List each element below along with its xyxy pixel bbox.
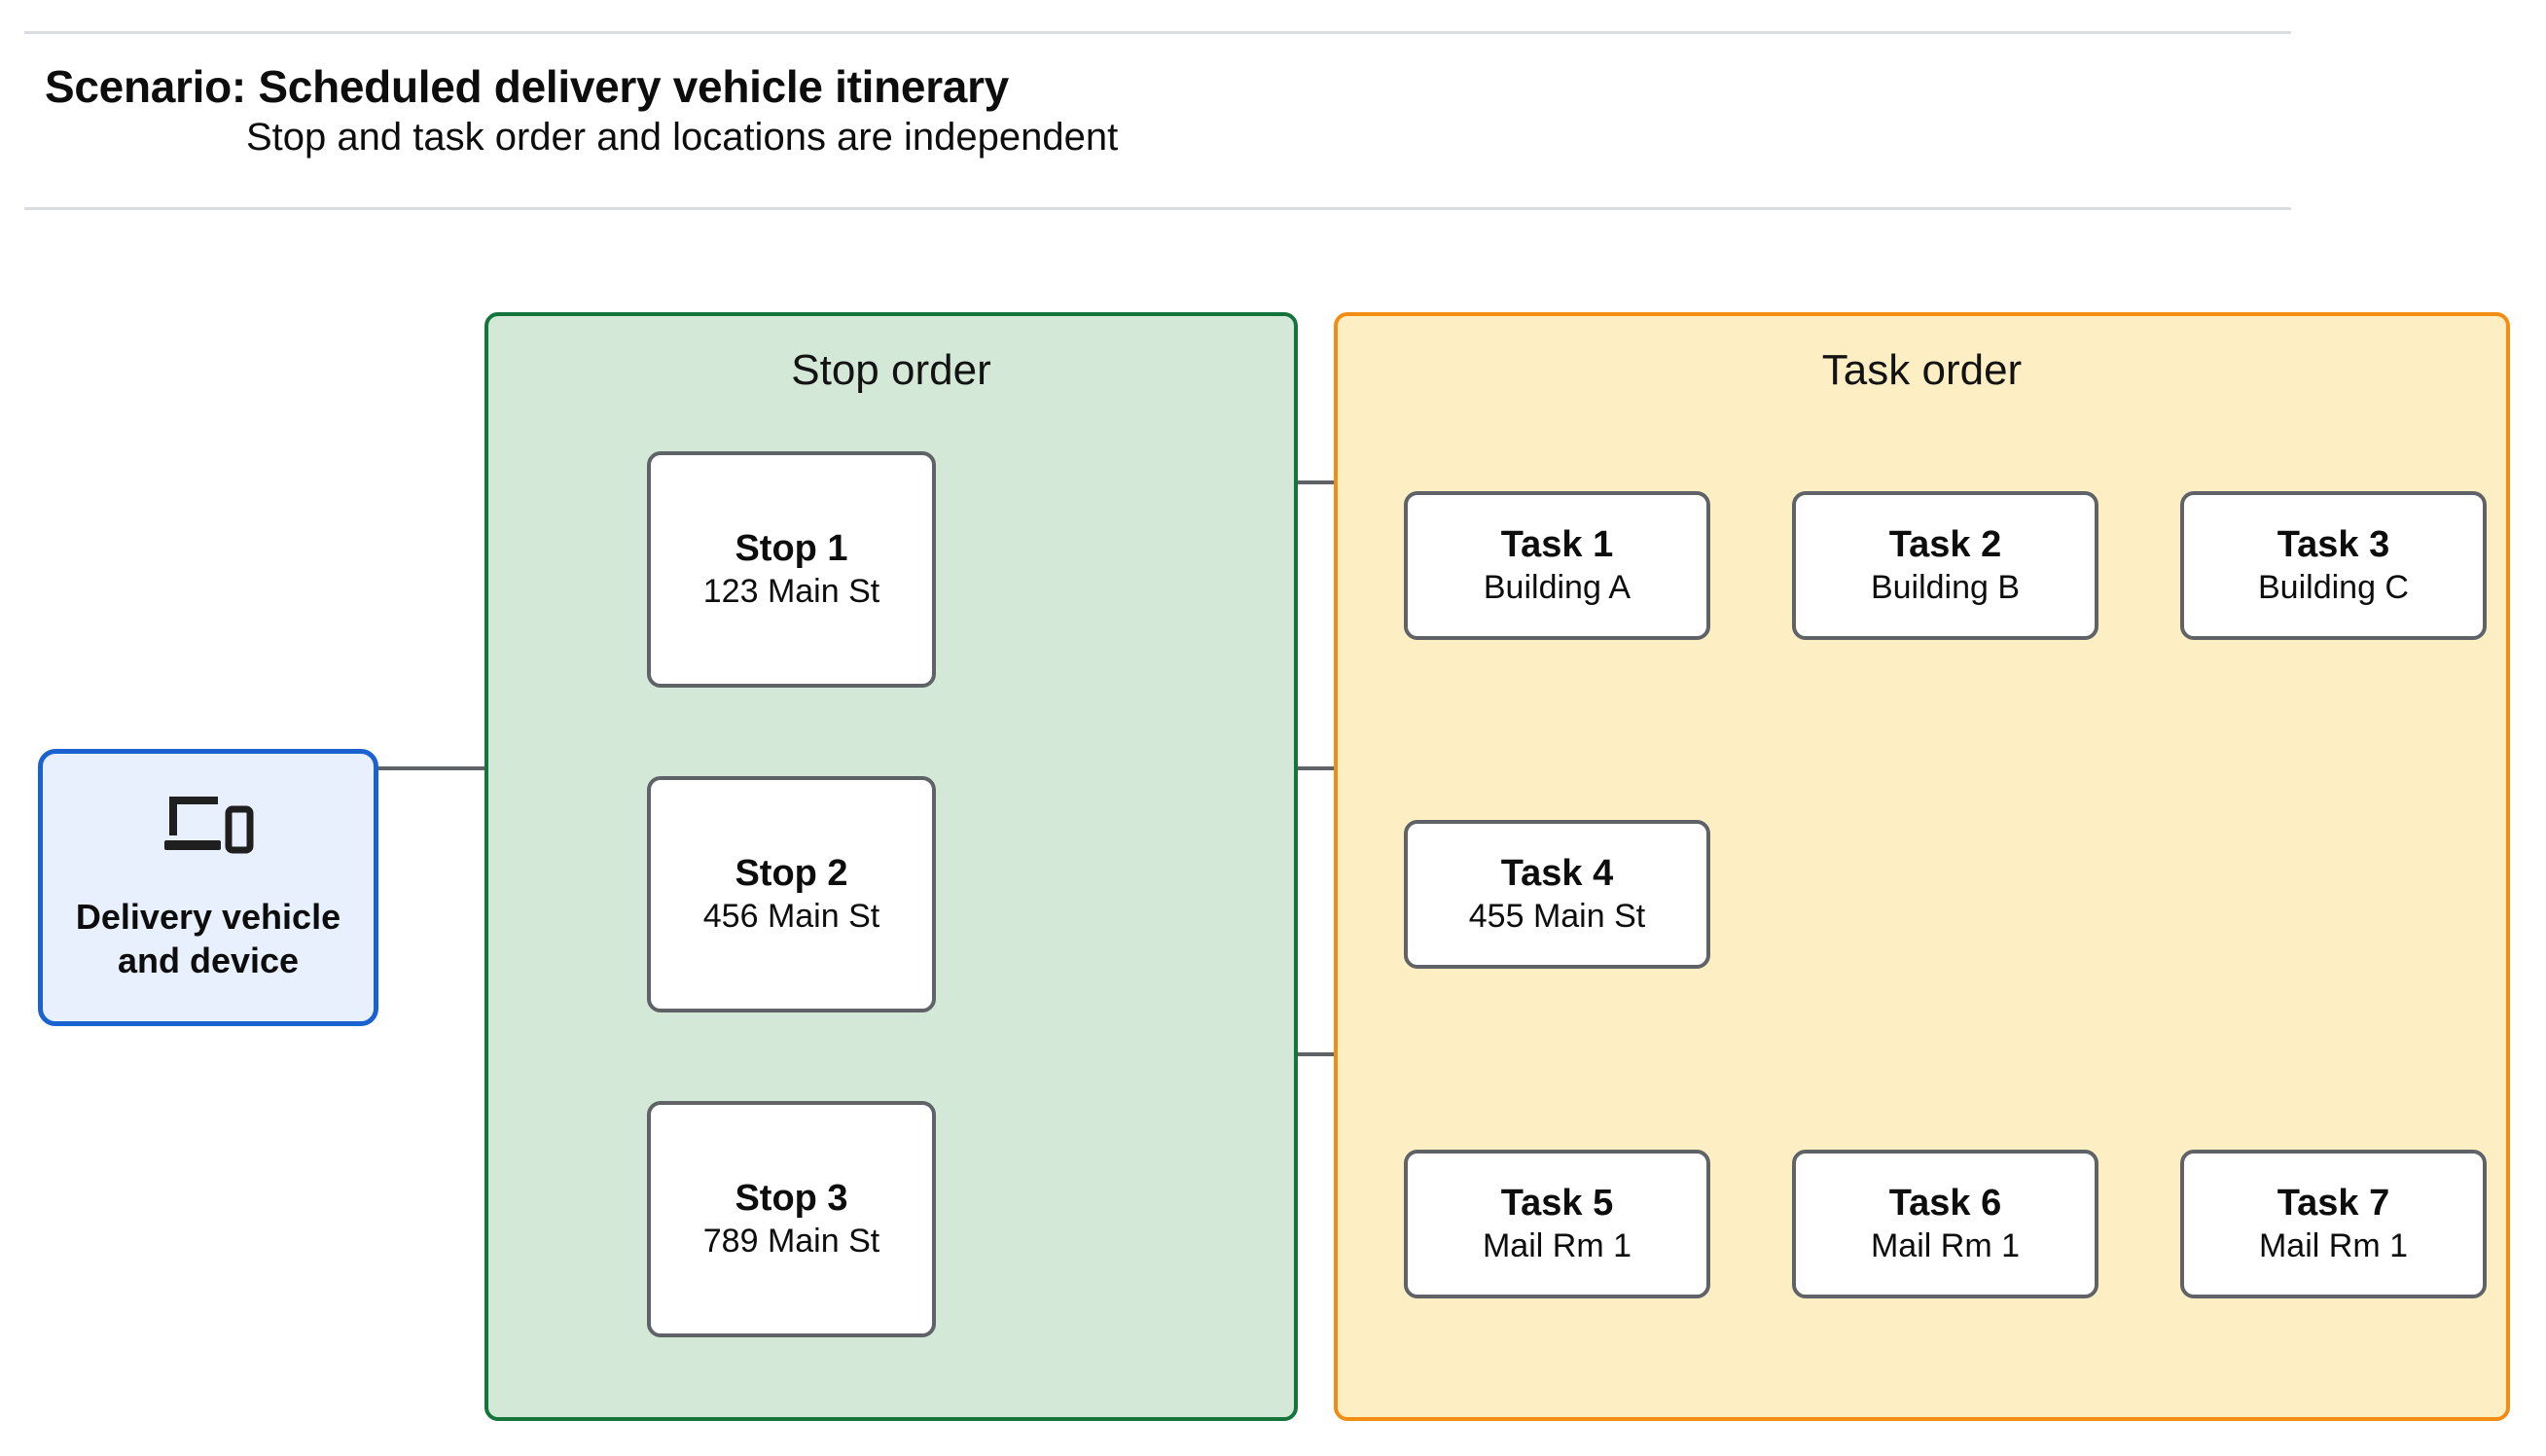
delivery-vehicle-label-line1: Delivery vehicle — [75, 896, 341, 937]
stop-node-3-address: 789 Main St — [702, 1223, 880, 1261]
task-order-group-title: Task order — [1821, 346, 2023, 394]
stop-node-3[interactable]: Stop 3 789 Main St — [647, 1101, 936, 1337]
task-node-1-location: Building A — [1483, 569, 1632, 607]
task-node-2[interactable]: Task 2 Building B — [1792, 491, 2098, 640]
stop-node-2-title: Stop 2 — [735, 852, 848, 894]
task-node-2-location: Building B — [1870, 569, 2021, 607]
header-divider-bottom — [24, 207, 2291, 210]
delivery-vehicle-label: Delivery vehicle and device — [76, 895, 341, 982]
stop-node-1-title: Stop 1 — [735, 527, 848, 569]
page-title: Scenario: Scheduled delivery vehicle iti… — [45, 61, 1009, 112]
task-node-3-location: Building C — [2258, 569, 2409, 607]
task-node-6-title: Task 6 — [1888, 1182, 2002, 1224]
delivery-vehicle-label-line2: and device — [117, 940, 300, 980]
connector-vehicle-to-bus — [378, 766, 556, 770]
stop-order-group-title: Stop order — [791, 346, 991, 394]
task-node-6[interactable]: Task 6 Mail Rm 1 — [1792, 1150, 2098, 1298]
stop-node-2[interactable]: Stop 2 456 Main St — [647, 776, 936, 1012]
devices-icon — [162, 794, 254, 858]
task-node-7[interactable]: Task 7 Mail Rm 1 — [2180, 1150, 2487, 1298]
task-node-2-title: Task 2 — [1888, 523, 2002, 565]
stop-node-3-title: Stop 3 — [735, 1177, 848, 1219]
task-node-6-location: Mail Rm 1 — [1870, 1227, 2021, 1265]
task-node-4[interactable]: Task 4 455 Main St — [1404, 820, 1710, 969]
task-node-3[interactable]: Task 3 Building C — [2180, 491, 2487, 640]
page-subtitle: Stop and task order and locations are in… — [246, 116, 1119, 159]
stop-node-1-address: 123 Main St — [702, 573, 880, 611]
task-node-3-title: Task 3 — [2277, 523, 2390, 565]
task-node-1[interactable]: Task 1 Building A — [1404, 491, 1710, 640]
header-divider-top — [24, 31, 2291, 34]
task-node-4-location: 455 Main St — [1468, 898, 1646, 936]
task-node-5[interactable]: Task 5 Mail Rm 1 — [1404, 1150, 1710, 1298]
task-node-4-title: Task 4 — [1500, 852, 1614, 894]
stop-node-1[interactable]: Stop 1 123 Main St — [647, 451, 936, 688]
task-node-5-location: Mail Rm 1 — [1482, 1227, 1632, 1265]
stop-node-2-address: 456 Main St — [702, 898, 880, 936]
delivery-vehicle-node[interactable]: Delivery vehicle and device — [38, 749, 378, 1026]
task-node-1-title: Task 1 — [1500, 523, 1614, 565]
task-node-7-location: Mail Rm 1 — [2258, 1227, 2409, 1265]
task-node-5-title: Task 5 — [1500, 1182, 1614, 1224]
task-node-7-title: Task 7 — [2277, 1182, 2390, 1224]
